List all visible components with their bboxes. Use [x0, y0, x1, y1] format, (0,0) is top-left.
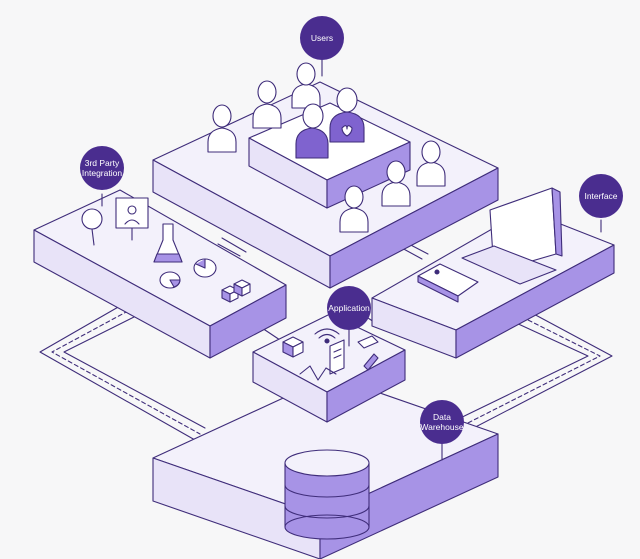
users-label: Users — [300, 16, 344, 60]
label-stems — [101, 59, 602, 461]
user-figures-icon — [207, 62, 446, 233]
integration-tools-icon — [81, 197, 251, 303]
application-tools-icon — [282, 328, 379, 381]
application-platform — [252, 313, 406, 423]
users-platform — [152, 81, 499, 289]
interface-label: Interface — [579, 174, 623, 218]
third-party-integration-label: 3rd Party Integration — [80, 146, 124, 190]
database-cylinder-icon — [284, 449, 370, 540]
application-label: Application — [327, 286, 371, 330]
data-warehouse-platform — [152, 375, 499, 559]
data-warehouse-label: Data Warehouse — [420, 400, 464, 444]
devices-icon — [417, 187, 563, 303]
